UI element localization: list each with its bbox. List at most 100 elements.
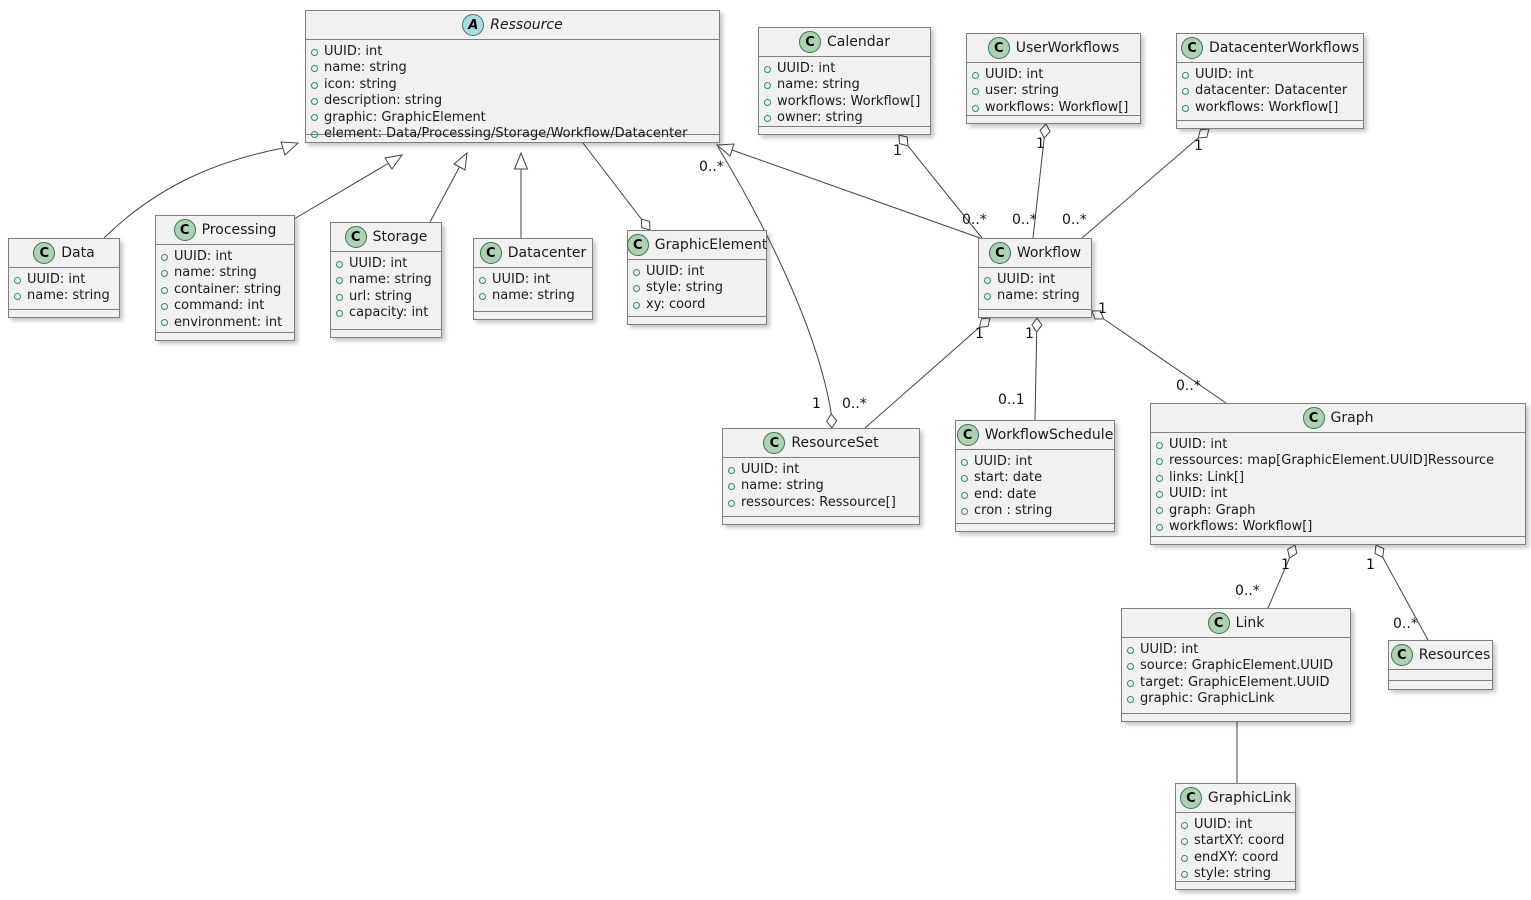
class-title: ResourceSet	[791, 435, 879, 451]
class-icon: C	[799, 31, 822, 53]
attribute-text: links: Link[]	[1169, 469, 1245, 485]
attribute: name: string	[14, 288, 113, 304]
attribute-text: UUID: int	[1195, 67, 1254, 82]
edge-userworkflows-workflow-aggregation	[1032, 123, 1051, 239]
class-graph: C Graph UUID: int ressources: map[Graphi…	[1150, 403, 1526, 545]
edge-storage-extends-ressource	[429, 151, 468, 223]
field-visibility-icon	[961, 491, 968, 499]
class-storage: C Storage UUID: int name: string url: st…	[330, 222, 442, 338]
field-visibility-icon	[14, 293, 21, 301]
edge-workflow-graph-aggregation	[1091, 310, 1227, 404]
field-visibility-icon	[728, 499, 735, 507]
field-visibility-icon	[961, 458, 968, 466]
attribute-text: UUID: int	[492, 272, 551, 287]
attribute-text: owner: string	[777, 110, 863, 126]
class-workflowschedule-header: C WorkflowSchedule	[956, 421, 1114, 450]
class-workflow: C Workflow UUID: int name: string	[978, 238, 1092, 318]
class-ressource: A Ressource UUID: int name: string icon:…	[305, 10, 720, 143]
attribute-text: workflows: Workflow[]	[777, 93, 921, 109]
attribute: ressources: Ressource[]	[728, 495, 913, 511]
attribute-text: graphic: GraphicLink	[1140, 691, 1275, 707]
attribute: UUID: int	[1182, 67, 1357, 83]
attribute-text: UUID: int	[646, 264, 705, 279]
abstract-class-icon: A	[462, 14, 485, 36]
attribute: graphic: GraphicLink	[1127, 691, 1344, 707]
attribute-list: UUID: int name: string url: string capac…	[331, 252, 441, 330]
attribute: graphic: GraphicElement	[311, 110, 713, 126]
method-compartment	[628, 317, 766, 324]
class-storage-header: C Storage	[331, 223, 441, 252]
field-visibility-icon	[633, 285, 640, 293]
class-datacenterworkflows-header: C DatacenterWorkflows	[1177, 34, 1363, 63]
field-visibility-icon	[311, 48, 318, 56]
method-compartment	[979, 310, 1091, 317]
attribute-text: UUID: int	[174, 249, 233, 264]
class-title: Ressource	[490, 17, 563, 33]
attribute-text: UUID: int	[974, 454, 1033, 469]
attribute: user: string	[972, 83, 1134, 99]
field-visibility-icon	[972, 71, 979, 79]
field-visibility-icon	[961, 507, 968, 515]
attribute-list: UUID: int name: string	[9, 268, 119, 310]
method-compartment	[1176, 882, 1295, 889]
class-title: UserWorkflows	[1015, 40, 1120, 56]
attribute-list: UUID: int style: string xy: coord	[628, 260, 766, 317]
attribute: style: string	[1181, 866, 1289, 882]
attribute: UUID: int	[984, 272, 1085, 288]
method-compartment	[967, 116, 1140, 123]
attribute: UUID: int	[1127, 642, 1344, 658]
method-compartment	[1389, 681, 1492, 689]
class-title: Processing	[201, 222, 277, 238]
field-visibility-icon	[764, 114, 771, 122]
attribute: UUID: int	[1156, 486, 1519, 502]
class-icon: C	[988, 242, 1011, 264]
class-link: C Link UUID: int source: GraphicElement.…	[1121, 608, 1351, 722]
attribute-text: element: Data/Processing/Storage/Workflo…	[324, 126, 688, 142]
attribute: url: string	[336, 289, 435, 305]
class-title: Link	[1235, 615, 1265, 631]
class-title: WorkflowSchedule	[984, 427, 1114, 443]
class-icon: C	[626, 234, 649, 256]
attribute-text: UUID: int	[1140, 642, 1199, 657]
attribute-list: UUID: int name: string workflows: Workfl…	[759, 57, 930, 127]
attribute-text: UUID: int	[997, 272, 1056, 287]
attribute: name: string	[479, 288, 586, 304]
attribute: workflows: Workflow[]	[1182, 100, 1357, 116]
class-icon: C	[1390, 644, 1413, 666]
method-compartment	[156, 333, 294, 340]
attribute-text: UUID: int	[1194, 817, 1253, 832]
class-icon: C	[763, 432, 786, 454]
edge-resourceset-ressource-aggregation	[717, 146, 838, 429]
attribute-text: name: string	[349, 272, 432, 288]
class-resourceset: C ResourceSet UUID: int name: string res…	[722, 428, 920, 525]
field-visibility-icon	[1182, 104, 1189, 112]
attribute-text: workflows: Workflow[]	[1195, 99, 1339, 115]
attribute-text: url: string	[349, 288, 413, 304]
multiplicity-label: 1	[1194, 138, 1203, 154]
multiplicity-label: 1	[1025, 326, 1034, 342]
field-visibility-icon	[1127, 646, 1134, 654]
attribute: UUID: int	[728, 462, 913, 478]
attribute-text: start: date	[974, 470, 1043, 486]
class-title: Datacenter	[507, 245, 587, 261]
field-visibility-icon	[1181, 838, 1188, 846]
field-visibility-icon	[336, 277, 343, 285]
attribute-text: name: string	[741, 478, 824, 494]
field-visibility-icon	[972, 104, 979, 112]
attribute-text: UUID: int	[741, 462, 800, 477]
multiplicity-label: 0..*	[699, 159, 724, 175]
field-visibility-icon	[336, 309, 343, 317]
class-icon: C	[1302, 407, 1325, 429]
field-visibility-icon	[161, 302, 168, 310]
attribute: name: string	[311, 60, 713, 76]
field-visibility-icon	[336, 293, 343, 301]
class-title: Resources	[1418, 647, 1491, 663]
attribute: workflows: Workflow[]	[972, 100, 1134, 116]
attribute-text: command: int	[174, 298, 265, 314]
attribute-list: UUID: int start: date end: date cron : s…	[956, 450, 1114, 524]
edge-datacenterworkflows-workflow-aggregation	[1081, 128, 1210, 239]
edge-datacenter-extends-ressource	[513, 151, 529, 238]
multiplicity-label: 0..*	[1393, 616, 1418, 632]
field-visibility-icon	[1182, 71, 1189, 79]
class-resources: C Resources	[1388, 640, 1493, 690]
